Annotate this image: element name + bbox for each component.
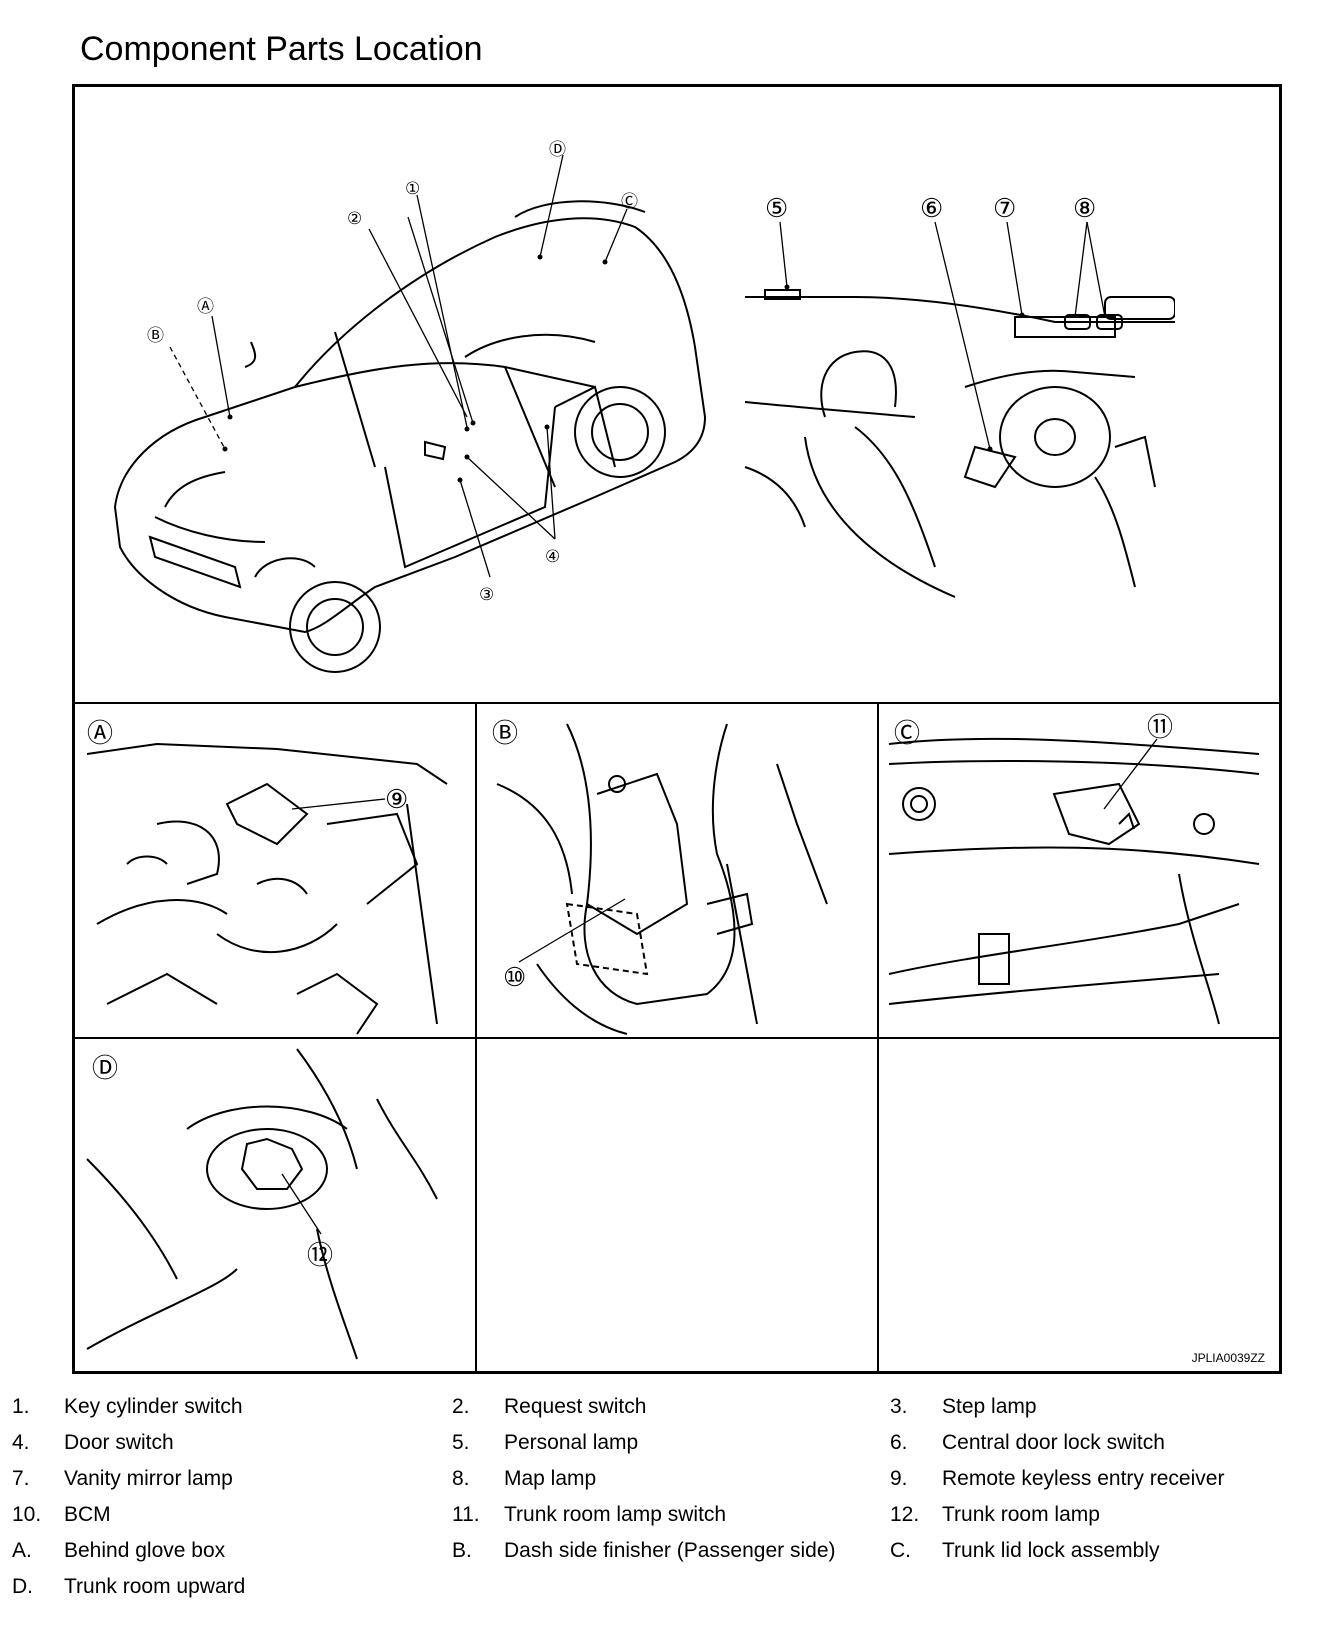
diagram-frame: ① ② ③ ④ Ⓐ Ⓑ Ⓒ Ⓓ xyxy=(72,84,1282,1374)
panel-a-label: Ⓐ xyxy=(87,718,113,748)
figure-code: JPLIA0039ZZ xyxy=(1191,1351,1265,1365)
legend-number: A. xyxy=(12,1539,32,1562)
legend-text: Trunk room lamp xyxy=(942,1503,1100,1526)
callout-5: ⑤ xyxy=(765,193,788,223)
legend-text: Vanity mirror lamp xyxy=(64,1467,233,1490)
panel-a-illustration: Ⓐ ⑨ xyxy=(86,718,448,1035)
legend-row: 1. Key cylinder switch 2. Request switch… xyxy=(0,1395,1328,1429)
panel-d-illustration: Ⓓ ⑫ xyxy=(86,1048,438,1360)
callout-2: ② xyxy=(347,209,362,228)
legend-text: Key cylinder switch xyxy=(64,1395,243,1418)
callout-11: ⑪ xyxy=(1147,712,1173,742)
legend-number: B. xyxy=(452,1539,472,1562)
legend-row: 10. BCM 11. Trunk room lamp switch 12. T… xyxy=(0,1503,1328,1537)
callout-3: ③ xyxy=(479,585,494,604)
callout-1: ① xyxy=(405,179,420,198)
callout-d: Ⓓ xyxy=(549,140,566,159)
callout-9: ⑨ xyxy=(385,784,408,814)
legend-text: Remote keyless entry receiver xyxy=(942,1467,1225,1490)
legend-number: 8. xyxy=(452,1467,470,1490)
legend-text: Trunk lid lock assembly xyxy=(942,1539,1160,1562)
legend-number: D. xyxy=(12,1575,33,1598)
legend-text: Central door lock switch xyxy=(942,1431,1165,1454)
grid-line xyxy=(75,702,1279,704)
callout-4: ④ xyxy=(545,547,560,566)
car-interior-illustration: ⑤ ⑥ ⑦ ⑧ xyxy=(744,193,1175,598)
callout-7: ⑦ xyxy=(993,193,1016,223)
legend-row: 4. Door switch 5. Personal lamp 6. Centr… xyxy=(0,1431,1328,1465)
legend-text: Door switch xyxy=(64,1431,174,1454)
legend-number: 4. xyxy=(12,1431,30,1454)
panel-c-illustration: Ⓒ ⑪ xyxy=(888,712,1260,1025)
legend-number: 10. xyxy=(12,1503,42,1526)
legend-text: Step lamp xyxy=(942,1395,1037,1418)
panel-b-illustration: Ⓑ ⑩ xyxy=(492,718,828,1035)
grid-line xyxy=(75,1037,1279,1039)
callout-b: Ⓑ xyxy=(147,326,164,345)
legend-row: 7. Vanity mirror lamp 8. Map lamp 9. Rem… xyxy=(0,1467,1328,1501)
callout-12: ⑫ xyxy=(307,1240,333,1270)
legend-row: D. Trunk room upward xyxy=(0,1575,1328,1609)
legend-number: 2. xyxy=(452,1395,470,1418)
callout-a: Ⓐ xyxy=(197,297,214,316)
legend-number: 5. xyxy=(452,1431,470,1454)
legend-text: Trunk room upward xyxy=(64,1575,246,1598)
grid-line xyxy=(877,702,879,1371)
legend-number: 1. xyxy=(12,1395,30,1418)
panel-d-label: Ⓓ xyxy=(92,1053,118,1083)
legend-number: 7. xyxy=(12,1467,30,1490)
legend-number: 6. xyxy=(890,1431,908,1454)
legend-text: Personal lamp xyxy=(504,1431,639,1454)
callout-6: ⑥ xyxy=(920,193,943,223)
panel-b-label: Ⓑ xyxy=(492,718,518,748)
callout-c: Ⓒ xyxy=(621,192,638,211)
legend-text: Dash side finisher (Passenger side) xyxy=(504,1539,836,1562)
legend-text: Request switch xyxy=(504,1395,647,1418)
callout-10: ⑩ xyxy=(503,962,526,992)
legend-number: 12. xyxy=(890,1503,920,1526)
panel-c-label: Ⓒ xyxy=(894,718,920,748)
legend-text: BCM xyxy=(64,1503,111,1526)
page-title: Component Parts Location xyxy=(80,30,483,68)
legend-number: C. xyxy=(890,1539,911,1562)
legend-text: Map lamp xyxy=(504,1467,597,1490)
legend-row: A. Behind glove box B. Dash side finishe… xyxy=(0,1539,1328,1573)
legend-number: 9. xyxy=(890,1467,908,1490)
legend-number: 11. xyxy=(452,1503,480,1526)
legend-number: 3. xyxy=(890,1395,908,1418)
legend-text: Behind glove box xyxy=(64,1539,226,1562)
callout-8: ⑧ xyxy=(1073,193,1096,223)
legend-text: Trunk room lamp switch xyxy=(504,1503,727,1526)
grid-line xyxy=(475,702,477,1371)
car-exterior-illustration: ① ② ③ ④ Ⓐ Ⓑ Ⓒ Ⓓ xyxy=(113,140,707,673)
